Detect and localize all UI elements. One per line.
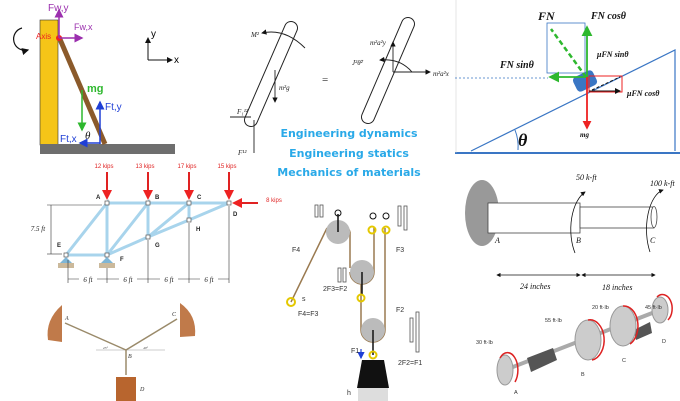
moment-label: M² (250, 31, 260, 39)
label-3d-b: B (581, 372, 585, 378)
f1-label: F₁¹² (236, 108, 249, 116)
eq-2f2-f1: 2F2=F1 (398, 360, 422, 367)
eq-2f3-f2: 2F3=F2 (323, 286, 347, 293)
ladder-diagram: Fw,y Fw,x Axis mg Ft,y Ft,x θ y x (13, 3, 179, 154)
topic-mechanics: Mechanics of materials (277, 166, 421, 179)
x-label: x (174, 55, 179, 66)
joint-d: D (233, 212, 238, 218)
mu-sin-label: μFN sinθ (596, 50, 629, 59)
joint-e: E (57, 243, 61, 249)
mg-label: mg (87, 83, 104, 95)
incline-theta-label: θ (518, 130, 528, 150)
joint-h: H (196, 227, 200, 233)
span-1: 6 ft (83, 276, 93, 284)
moment-arrow (261, 29, 306, 49)
cable-a: A (64, 316, 69, 322)
truss-diagram (64, 198, 230, 260)
equals-sign: = (322, 74, 328, 86)
truss-supports (58, 257, 115, 268)
axis-label: Axis (36, 32, 51, 41)
truss-height: 7.5 ft (31, 225, 46, 233)
span-4: 6 ft (204, 276, 214, 284)
inertia-arrow (379, 56, 413, 73)
load-c: 17 kips (177, 164, 196, 170)
fwx-label: Fw,x (74, 22, 93, 32)
torque-b: 50 k-ft (576, 173, 597, 182)
label-3d-d: D (662, 339, 666, 345)
load-b: 13 kips (135, 164, 154, 170)
may-label: m²a²y (370, 39, 387, 47)
f4-label: F4 (292, 247, 300, 254)
torque-3d-c: 20 ft·lb (592, 305, 609, 311)
pulley-diagram (286, 204, 420, 401)
fwy-label: Fw,y (48, 3, 69, 14)
incline-diagram (455, 0, 680, 154)
span-3: 6 ft (164, 276, 174, 284)
f2-label: F¹² (237, 149, 247, 157)
block-d (116, 377, 136, 401)
angle-c: 40° (143, 346, 149, 350)
fn-cos-label: FN cosθ (590, 11, 627, 22)
load-side: 8 kips (266, 198, 282, 204)
incline-slope (470, 49, 676, 152)
shaft-a: A (494, 236, 500, 245)
rod-fbd-diagram (230, 17, 431, 153)
topic-dynamics: Engineering dynamics (280, 127, 418, 140)
fn-sin-label: FN sinθ (499, 60, 535, 71)
label-3d-c: C (622, 358, 626, 364)
theta-label: θ (85, 130, 91, 142)
torque-3d-d: 45 ft·lb (645, 305, 662, 311)
joint-c: C (197, 195, 202, 201)
max-label: m²a²x (433, 70, 450, 78)
cable-d: D (139, 387, 145, 393)
ftx-label: Ft,x (60, 134, 77, 145)
fn-arrow (549, 28, 588, 78)
shaft-3d-diagram (496, 293, 673, 386)
inertia-label: J²θ̈² (352, 59, 364, 67)
y-label: y (151, 29, 156, 40)
s-label: s (302, 296, 306, 303)
topic-statics: Engineering statics (289, 147, 409, 160)
torque-3d-b: 55 ft·lb (545, 318, 562, 324)
shaft-c: C (650, 236, 656, 245)
joint-b: B (155, 195, 160, 201)
load-a: 12 kips (94, 164, 113, 170)
fty-label: Ft,y (105, 102, 122, 113)
h-label: h (347, 390, 351, 397)
floor (40, 144, 175, 154)
shaft-diagram (465, 180, 664, 278)
torque-c: 100 k-ft (650, 179, 675, 188)
f1-label: F1 (351, 348, 359, 355)
weight-label: m²g (279, 84, 290, 92)
joint-a: A (96, 195, 101, 201)
length-ab: 24 inches (520, 282, 550, 291)
label-3d-a: A (514, 390, 518, 396)
cable-b: B (128, 354, 132, 360)
cable-c: C (172, 312, 177, 318)
angle-a: 25° (103, 346, 109, 350)
truss-load-arrows (102, 172, 258, 208)
mu-cos-label: μFN cosθ (626, 89, 660, 98)
load-d: 15 kips (217, 164, 236, 170)
joint-g: G (155, 243, 160, 249)
eq-f4-f3: F4=F3 (298, 311, 319, 318)
f3-label: F3 (396, 247, 404, 254)
torque-3d-a: 30 ft·lb (476, 340, 493, 346)
joint-f: F (120, 257, 124, 263)
length-bc: 18 inches (602, 283, 632, 292)
topic-list: Engineering dynamics Engineering statics… (277, 127, 421, 179)
cable-diagram (47, 303, 196, 401)
incline-mg-label: mg (580, 131, 589, 139)
f2-label: F2 (396, 307, 404, 314)
span-2: 6 ft (123, 276, 133, 284)
shaft-b: B (576, 236, 581, 245)
fn-label: FN (537, 9, 556, 23)
rotation-icon (13, 27, 30, 56)
weight-block (357, 360, 389, 388)
